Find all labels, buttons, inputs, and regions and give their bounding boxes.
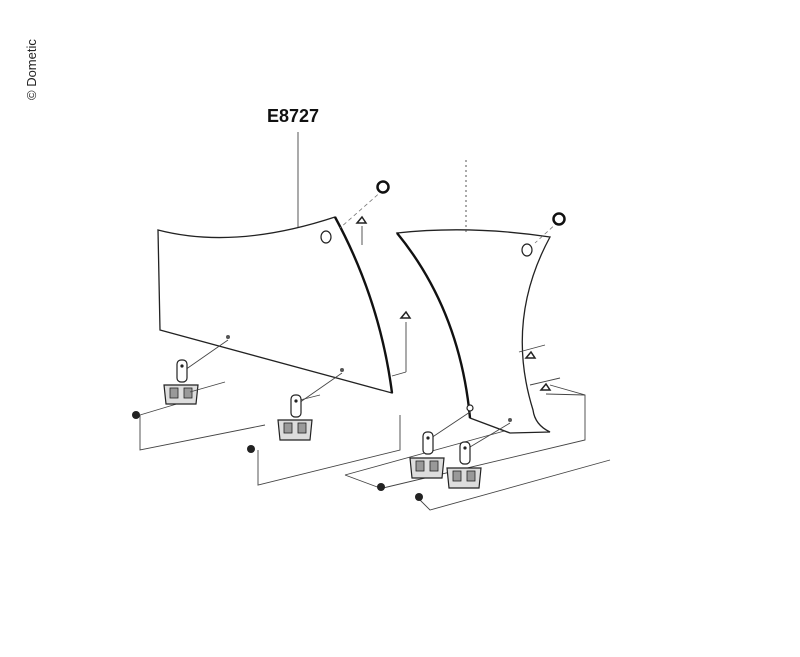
guide-line: [417, 459, 611, 511]
nut: [415, 493, 423, 501]
right-panel-edge: [396, 232, 472, 419]
right-panel-group: [344, 160, 611, 511]
screw-cap: [524, 350, 537, 359]
mounting-clip: [277, 372, 343, 441]
left-panel-edge: [333, 216, 394, 394]
alignment-line: [545, 393, 586, 396]
guide-line: [139, 415, 266, 451]
nut: [132, 411, 140, 419]
alignment-line: [464, 422, 511, 451]
mounting-clip: [446, 422, 511, 489]
washer-ring: [552, 212, 566, 226]
panel-hole: [508, 418, 512, 422]
guide-line: [344, 474, 381, 489]
screw-cap: [399, 310, 412, 319]
screw-cap: [355, 215, 368, 224]
washer-ring: [376, 180, 390, 194]
mounting-clip: [409, 411, 471, 479]
screw-cap: [539, 382, 552, 391]
panel-hole: [226, 335, 230, 339]
alignment-line: [181, 339, 229, 373]
alignment-line: [339, 189, 384, 229]
part-number-label: E8727: [267, 106, 320, 126]
alignment-line: [391, 371, 407, 377]
alignment-line: [518, 344, 546, 353]
alignment-line: [427, 411, 471, 441]
left-panel-group: [132, 180, 412, 486]
nut: [377, 483, 385, 491]
nut: [247, 445, 255, 453]
left-panel: [157, 216, 393, 394]
alignment-line: [529, 377, 561, 386]
mounting-clip: [163, 339, 229, 405]
right-panel: [395, 229, 552, 434]
alignment-line: [534, 221, 559, 244]
panel-hole: [466, 404, 474, 412]
guide-line: [382, 384, 586, 489]
guide-line: [257, 415, 401, 486]
alignment-line: [295, 372, 343, 406]
panel-hole: [320, 230, 332, 244]
panel-hole: [340, 368, 344, 372]
guide-line: [299, 394, 321, 401]
panel-hole: [521, 243, 533, 257]
alignment-line: [189, 381, 226, 393]
